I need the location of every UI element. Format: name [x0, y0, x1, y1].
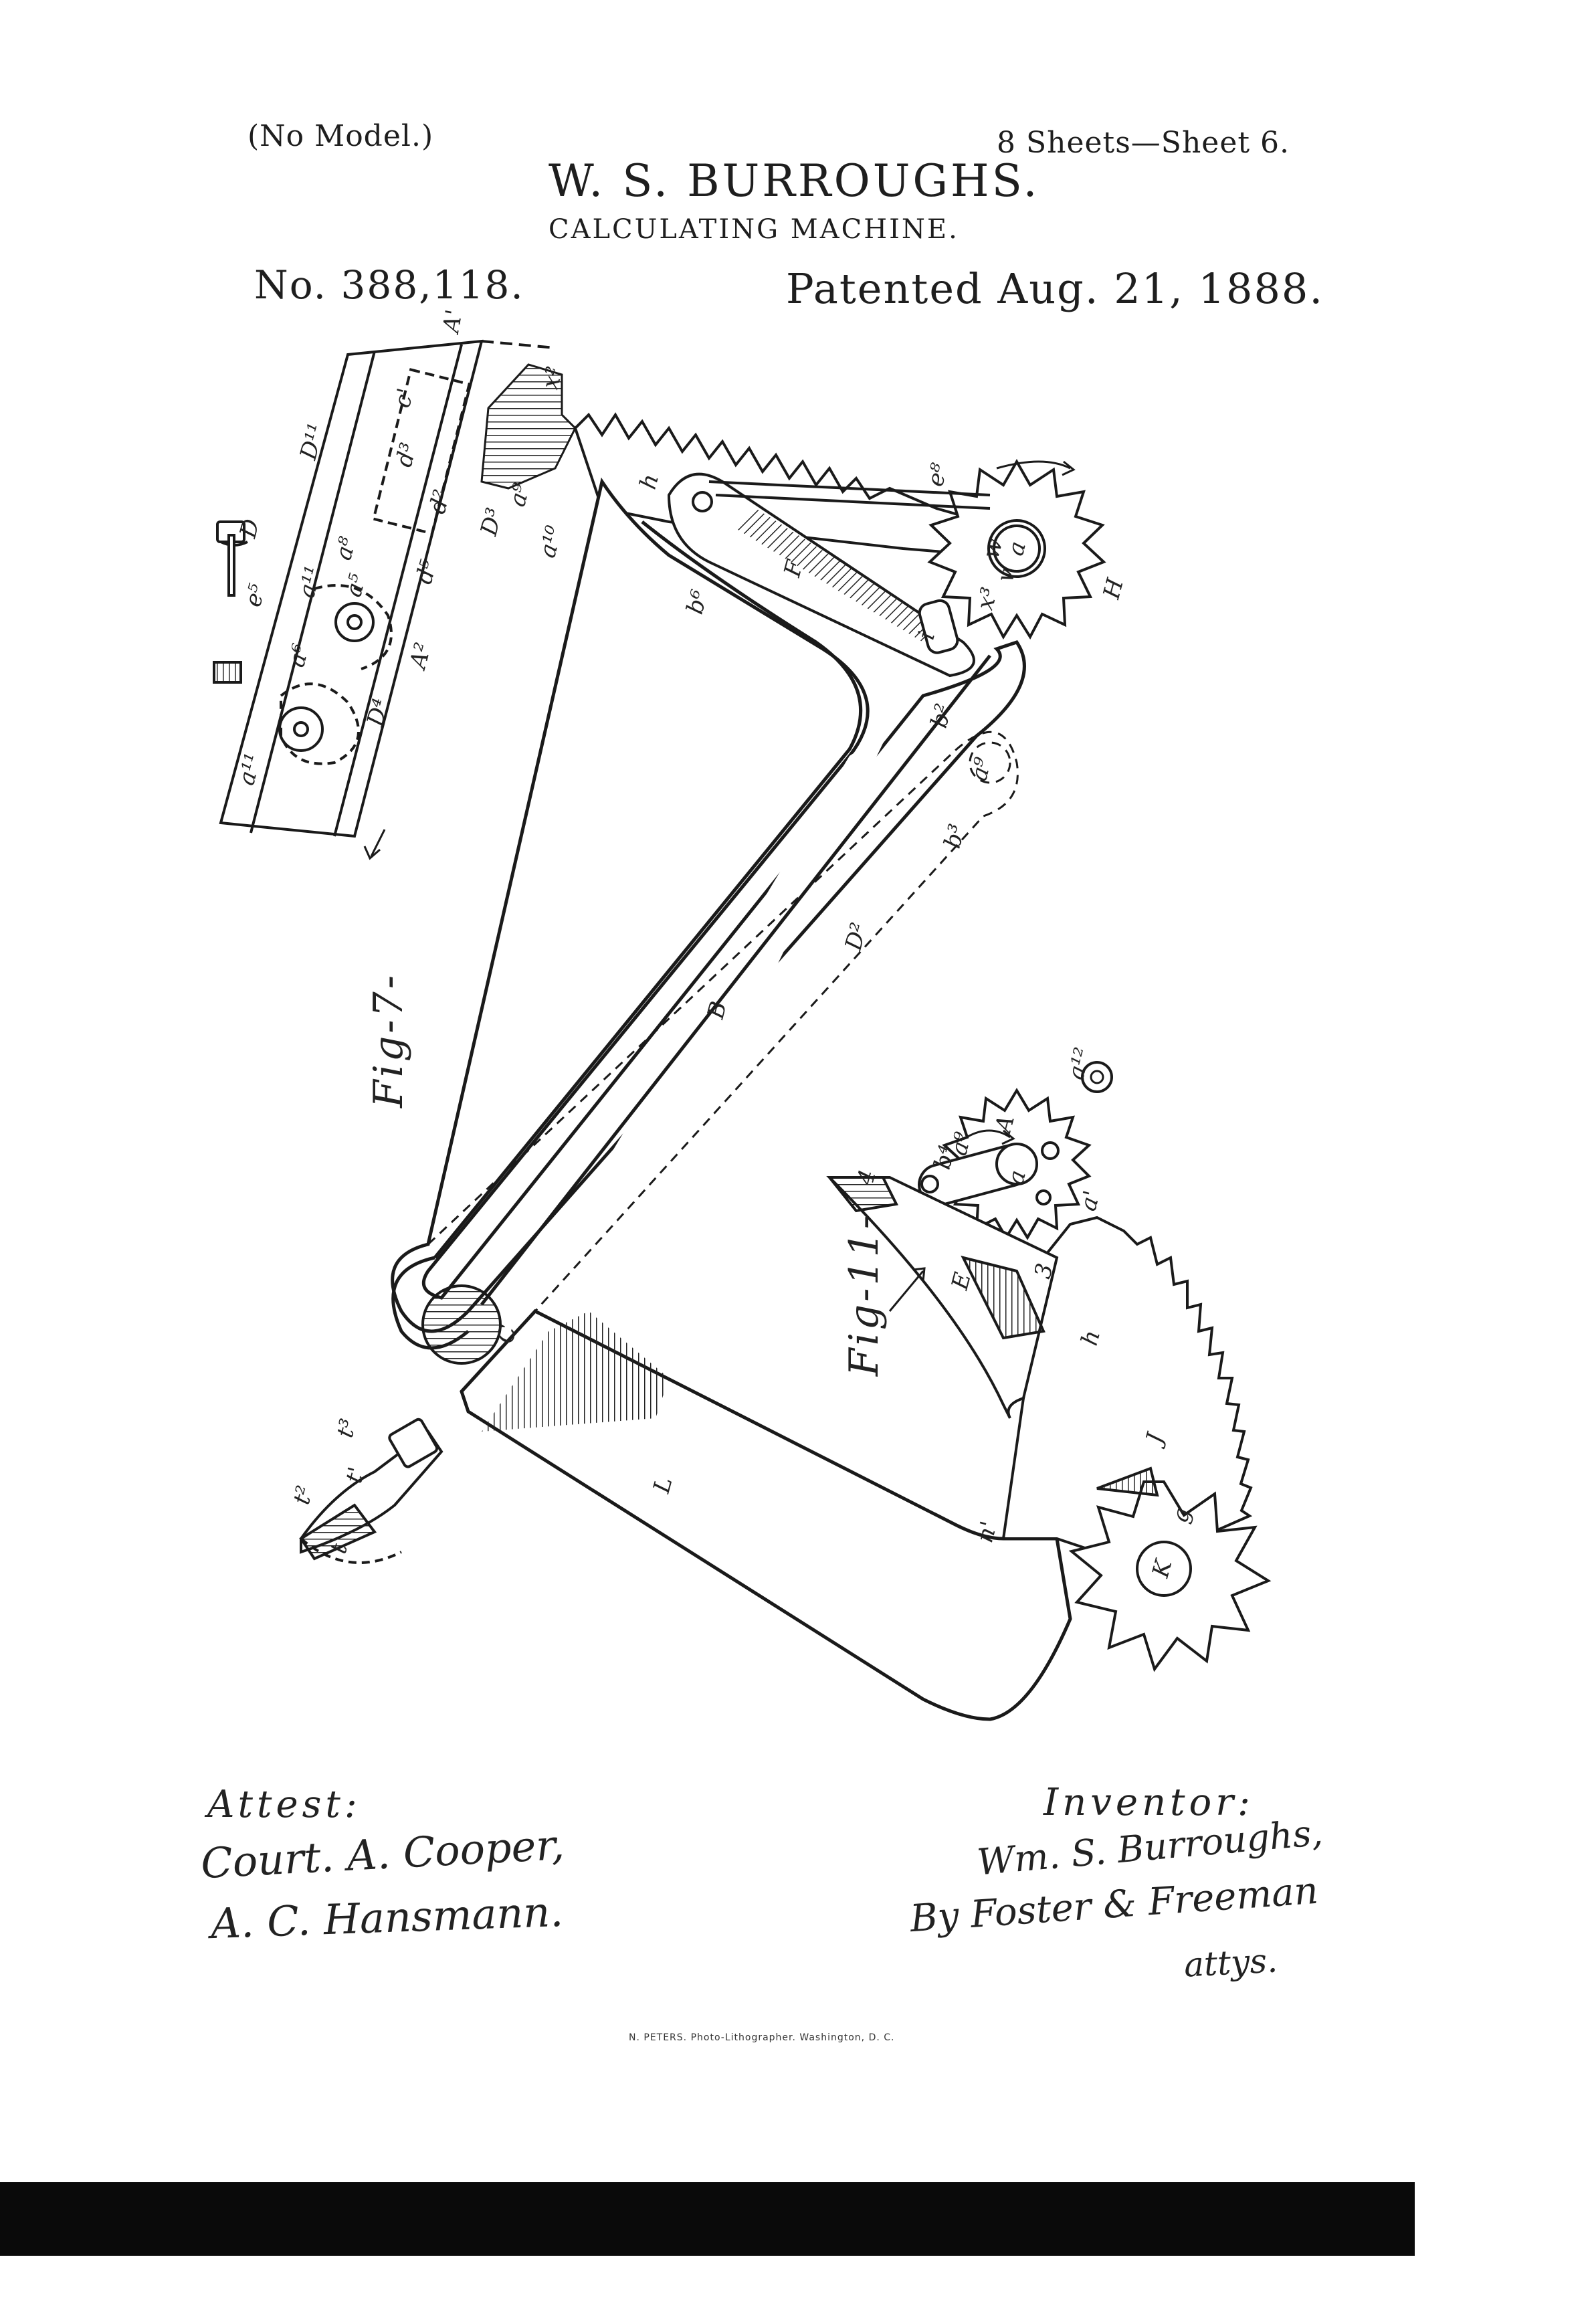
no-model-note: (No Model.)	[247, 119, 434, 153]
patent-title: CALCULATING MACHINE.	[549, 214, 959, 245]
arm-l-shade	[482, 1311, 669, 1432]
inventor-label: Inventor:	[1043, 1781, 1254, 1824]
scan-border-bar	[0, 2182, 1415, 2256]
fig11-gear	[918, 1088, 1092, 1240]
motion-arrows	[363, 460, 1076, 1312]
fig11-label: Fig-11-	[841, 1212, 888, 1377]
label-a1-upper: A'	[437, 307, 468, 335]
arm-f	[667, 472, 991, 678]
carriage-bar	[219, 339, 556, 838]
patent-number: No. 388,118.	[254, 262, 524, 308]
key-stem	[213, 520, 248, 684]
trip-lever-t	[299, 1418, 443, 1564]
pivot-c	[421, 1284, 502, 1365]
lower-rack	[1001, 1216, 1253, 1567]
inventor-name-heading: W. S. BURROUGHS.	[549, 155, 1040, 207]
lithographer-credit: N. PETERS. Photo-Lithographer. Washingto…	[629, 2032, 895, 2043]
attest-label: Attest:	[207, 1783, 361, 1826]
fig7-label: Fig-7-	[365, 973, 412, 1108]
lever-dashed-outline	[427, 731, 1019, 1313]
fig11-arm-e	[826, 1176, 1059, 1419]
star-wheel-k	[1068, 1466, 1272, 1672]
patent-date: Patented Aug. 21, 1888.	[786, 264, 1324, 313]
upper-gear	[927, 458, 1106, 640]
sheet-count: 8 Sheets—Sheet 6.	[997, 126, 1290, 160]
attorneys-label: attys.	[1183, 1941, 1279, 1985]
